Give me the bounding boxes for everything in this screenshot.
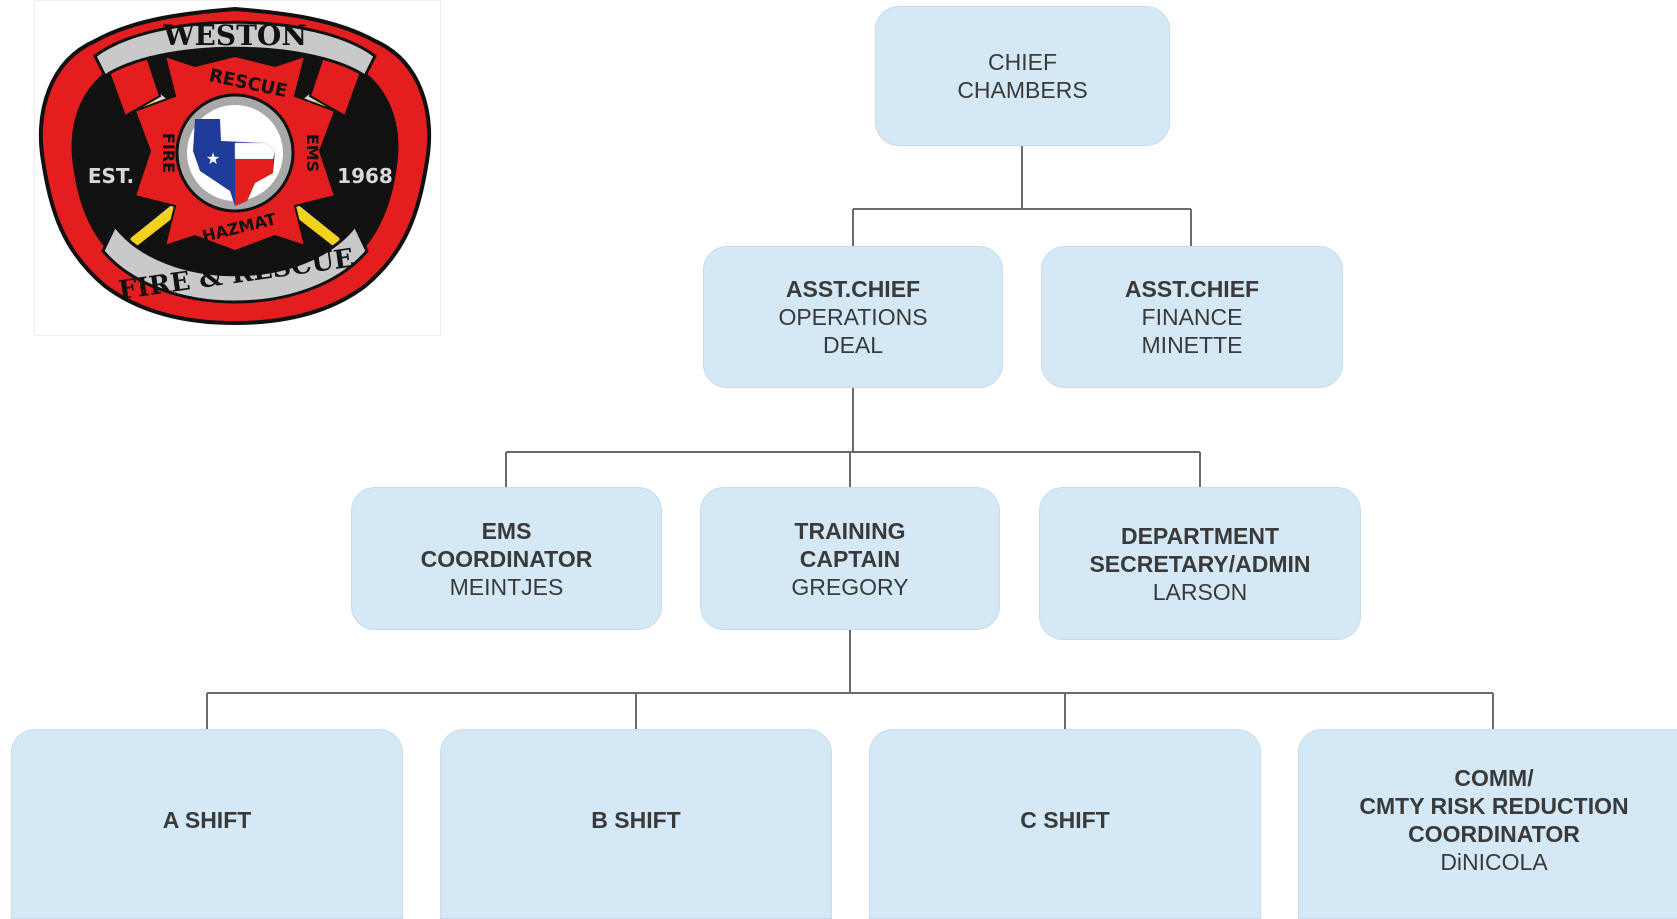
node-line2: CAPTAIN <box>799 545 901 572</box>
node-comm-risk-reduction: COMM/ CMTY RISK REDUCTION COORDINATOR Di… <box>1298 729 1677 919</box>
node-department-secretary: DEPARTMENT SECRETARY/ADMIN LARSON <box>1039 487 1361 640</box>
node-name: MINETTE <box>1141 332 1243 358</box>
connector-training <box>206 630 1494 729</box>
node-training-captain: TRAINING CAPTAIN GREGORY <box>700 487 1000 630</box>
svg-text:★: ★ <box>206 149 220 168</box>
node-label: B SHIFT <box>591 807 681 833</box>
svg-text:FIRE: FIRE <box>159 133 178 173</box>
node-line2: COORDINATOR <box>420 545 593 572</box>
node-label: C SHIFT <box>1020 807 1110 833</box>
node-name: CHAMBERS <box>957 77 1088 103</box>
node-line2: SECRETARY/ADMIN <box>1089 550 1311 577</box>
svg-text:1968: 1968 <box>337 164 393 188</box>
node-asst-chief-operations: ASST.CHIEF OPERATIONS DEAL <box>703 246 1003 388</box>
connector-operations <box>505 388 1201 487</box>
node-line1: DEPARTMENT <box>1120 522 1279 549</box>
node-line3: COORDINATOR <box>1408 821 1580 847</box>
node-c-shift: C SHIFT <box>869 729 1261 919</box>
node-dept: FINANCE <box>1141 304 1243 330</box>
node-b-shift: B SHIFT <box>440 729 832 919</box>
node-a-shift: A SHIFT <box>11 729 403 919</box>
node-title: CHIEF <box>988 49 1057 75</box>
node-name: DEAL <box>822 332 884 358</box>
node-line2: CMTY RISK REDUCTION <box>1359 793 1629 819</box>
logo-top-text: WESTON <box>162 19 307 52</box>
node-label: A SHIFT <box>162 807 252 833</box>
node-title: ASST.CHIEF <box>1124 276 1260 302</box>
node-dept: OPERATIONS <box>778 304 928 330</box>
svg-text:EST.: EST. <box>88 164 134 188</box>
node-name: GREGORY <box>791 573 909 600</box>
node-line1: EMS <box>481 517 532 544</box>
node-asst-chief-finance: ASST.CHIEF FINANCE MINETTE <box>1041 246 1343 388</box>
node-name: DiNICOLA <box>1440 849 1548 875</box>
node-title: ASST.CHIEF <box>785 276 921 302</box>
node-name: MEINTJES <box>449 573 564 600</box>
node-line1: TRAINING <box>794 517 906 544</box>
svg-text:EMS: EMS <box>303 134 322 172</box>
node-line1: COMM/ <box>1454 765 1534 791</box>
node-chief: CHIEF CHAMBERS <box>875 6 1170 146</box>
node-ems-coordinator: EMS COORDINATOR MEINTJES <box>351 487 662 630</box>
node-name: LARSON <box>1152 578 1248 605</box>
weston-fire-rescue-logo: ★ WESTON FIRE & RESCUE RESCUE HAZMAT FIR… <box>34 0 441 336</box>
connector-chief <box>852 146 1192 246</box>
